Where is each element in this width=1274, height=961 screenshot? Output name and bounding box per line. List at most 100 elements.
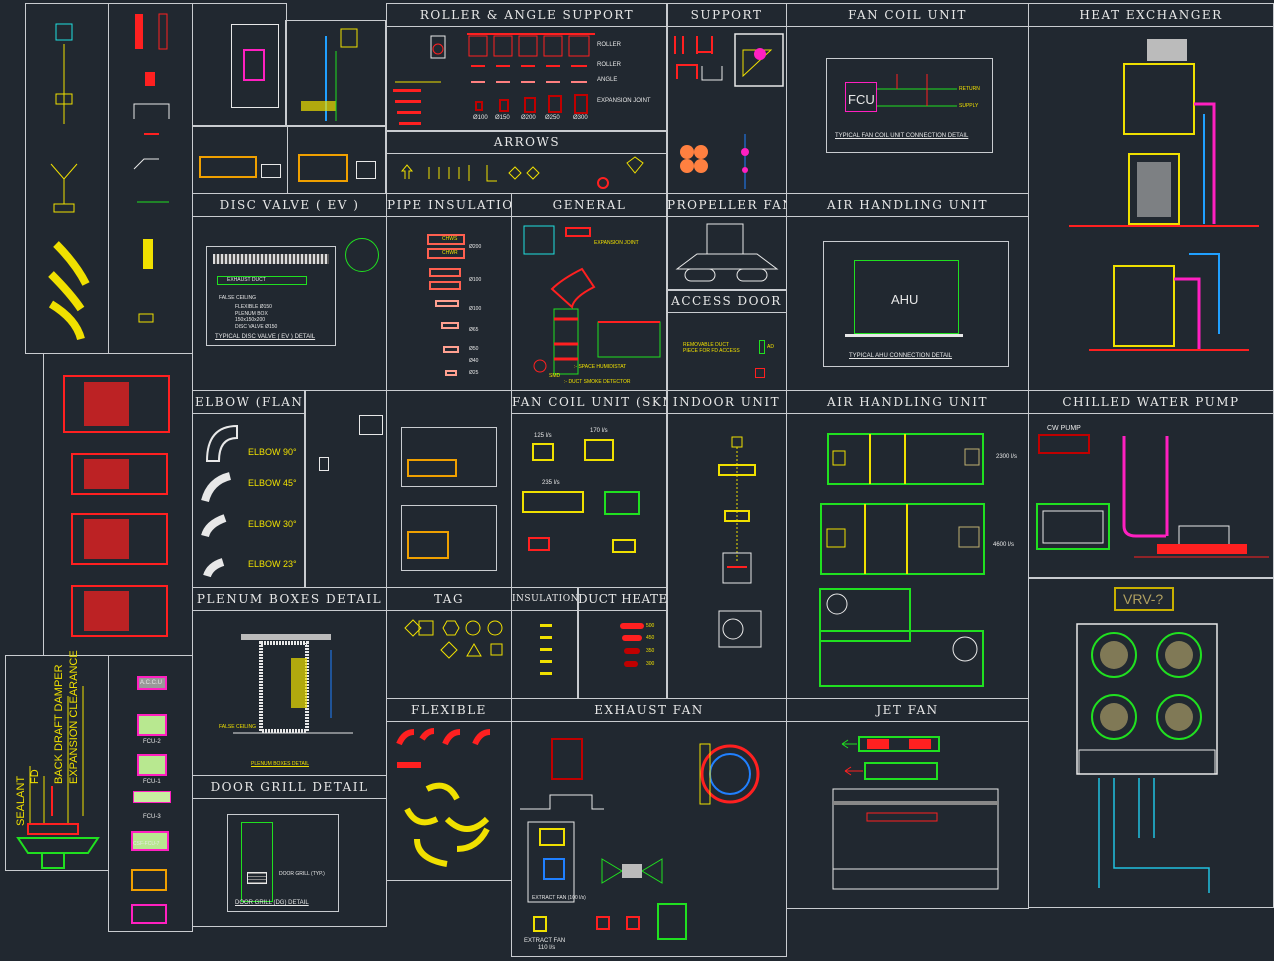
label-back-draft-damper: BACK DRAFT DAMPER <box>53 664 65 784</box>
title-door-grill: DOOR GRILL DETAIL <box>193 776 386 799</box>
pipe-65 <box>435 300 459 307</box>
panel-door-grill: DOOR GRILL DETAIL DOOR GRILL (TYP.) DOOR… <box>192 775 387 927</box>
panel-ac-units <box>43 353 193 656</box>
pipe-100b <box>429 281 461 290</box>
title-support: SUPPORT <box>667 4 786 27</box>
title-insulation: INSULATION <box>512 588 578 611</box>
ahu-detail-frame <box>823 241 1009 367</box>
panel-insulation: INSULATION <box>511 587 579 699</box>
exhaust-fan-drawing <box>520 738 760 940</box>
flange-symbol <box>319 457 329 471</box>
panel-fcu-plan-2 <box>287 125 386 194</box>
disc-valve-caption: TYPICAL DISC VALVE ( EV ) DETAIL <box>215 334 316 340</box>
access-note: REMOVABLE DUCT PIECE FOR FD ACCESS <box>683 342 740 354</box>
schedule-table <box>356 161 376 179</box>
panel-plenum-boxes: PLENUM BOXES DETAIL FALSE CEILING PLENUM… <box>192 587 387 776</box>
panel-fan-coil-unit-skm: FAN COIL UNIT (SKM) 125 l/s 170 l/s 235 … <box>511 390 668 588</box>
arrows-drawing <box>400 156 644 189</box>
disc-valve-frame <box>206 246 336 346</box>
false-ceiling-label: FALSE CEILING <box>219 295 256 301</box>
accu-block <box>137 676 167 690</box>
plenum-box-label: PLENUM BOX <box>235 311 268 317</box>
panel-smoke-exhaust <box>192 3 287 127</box>
indoor-unit-drawing <box>718 436 762 648</box>
fcu-3-block <box>133 791 171 803</box>
plenum-false-ceiling: FALSE CEILING <box>219 724 256 730</box>
unit-block-magenta <box>131 904 167 924</box>
plenum-size-label: 150x150x200 <box>235 317 266 323</box>
heater-350 <box>624 648 640 654</box>
fcu-plan-frame <box>401 505 497 571</box>
panel-vrv: VRV-? <box>1028 577 1274 908</box>
panel-fcu-plans <box>386 390 512 588</box>
size-label: Ø100 <box>469 306 482 312</box>
fcu-plan <box>407 459 457 477</box>
smoke-detector-label: :- DUCT SMOKE DETECTOR <box>564 379 631 385</box>
symbols-drawing <box>48 23 90 341</box>
fcu-2-label: FCU-2 <box>143 739 161 745</box>
flexible-label: FLEXIBLE Ø150 <box>235 304 272 310</box>
pipe-25 <box>445 370 457 376</box>
fcu-plan <box>298 154 348 182</box>
insulation-drawing <box>540 624 552 675</box>
ahu-unit-label: AHU <box>891 292 919 307</box>
flange-symbol <box>359 415 383 435</box>
riser-drawing <box>301 28 358 121</box>
smoke-box <box>231 24 279 108</box>
fcu-plan <box>199 156 257 178</box>
panel-symbols-right <box>108 3 193 354</box>
label-expansion-clearance: EXPANSION CLEARANCE <box>68 650 80 784</box>
panel-support: SUPPORT <box>666 3 787 194</box>
panel-riser <box>285 20 386 127</box>
door-grill-note: DOOR GRILL (TYP.) <box>279 871 325 877</box>
panel-symbols-left <box>25 3 109 354</box>
extract-fan-2-flow: 110 l/s <box>538 945 556 951</box>
ahu-base <box>845 334 963 337</box>
csf-fcu-block <box>131 831 169 851</box>
fcu-pipes <box>877 74 957 107</box>
pipe-100a <box>429 268 461 277</box>
size-250: Ø250 <box>545 115 560 121</box>
heater-size: 350 <box>646 648 655 654</box>
size-label: Ø25 <box>469 370 479 376</box>
panel-chilled-water-pump: CHILLED WATER PUMP CW PUMP <box>1028 390 1274 579</box>
fcu-skm-unit <box>604 491 640 515</box>
panel-tag: TAG <box>386 587 512 699</box>
vrv-label-box <box>1114 587 1174 611</box>
flow-4600: 4600 l/s <box>993 542 1015 548</box>
fcu-skm-unit <box>612 539 636 553</box>
panel-roller-angle-support: ROLLER & ANGLE SUPPORT ROLLER ROLLER ANG… <box>386 3 668 132</box>
title-elbow-flanged: ELBOW (FLANGED) <box>193 391 305 414</box>
door <box>241 822 273 902</box>
fcu-skm-unit <box>584 439 614 461</box>
size-300: Ø300 <box>573 115 588 121</box>
panel-flanges <box>304 390 387 588</box>
title-exhaust-fan: EXHAUST FAN <box>512 699 786 722</box>
ahu-drawing <box>819 433 985 687</box>
door-grill-caption: DOOR GRILL (DG) DETAIL <box>235 900 309 906</box>
unit-block-orange <box>131 869 167 891</box>
title-chilled-water-pump: CHILLED WATER PUMP <box>1029 391 1273 414</box>
cw-pump-drawing <box>1036 434 1269 558</box>
title-fan-coil-unit-skm: FAN COIL UNIT (SKM) <box>512 391 667 414</box>
smoke-fan <box>243 49 265 81</box>
panel-access-door: ACCESS DOOR REMOVABLE DUCT PIECE FOR FD … <box>666 289 787 391</box>
panel-disc-valve: DISC VALVE ( EV ) EXHAUST DUCT FALSE CEI… <box>192 193 387 391</box>
panel-heat-exchanger: HEAT EXCHANGER <box>1028 3 1274 391</box>
flow-125: 125 l/s <box>534 433 552 439</box>
accu-label: A.C.C.U <box>140 680 163 686</box>
extract-fan-2-label: EXTRACT FAN <box>524 938 566 944</box>
heat-exchanger-drawing <box>1069 39 1259 351</box>
schedule-table <box>261 164 281 178</box>
pipe-chws-label: CHWS <box>442 236 458 242</box>
title-flexible: FLEXIBLE <box>387 699 511 722</box>
pipe-50 <box>441 322 459 329</box>
fcu-detail-frame <box>826 58 993 153</box>
size-label: Ø200 <box>469 244 482 250</box>
panel-general: GENERAL EXPANSION JOINT :- SPACE HUMIDIS… <box>511 193 668 391</box>
panel-air-handling-unit-1: AIR HANDLING UNIT AHU TYPICAL AHU CONNEC… <box>786 193 1029 391</box>
ahu-box <box>854 260 959 334</box>
elbow-45-label: ELBOW 45° <box>248 478 297 488</box>
fcu-3-label: FCU-3 <box>143 814 161 820</box>
title-heat-exchanger: HEAT EXCHANGER <box>1029 4 1273 27</box>
